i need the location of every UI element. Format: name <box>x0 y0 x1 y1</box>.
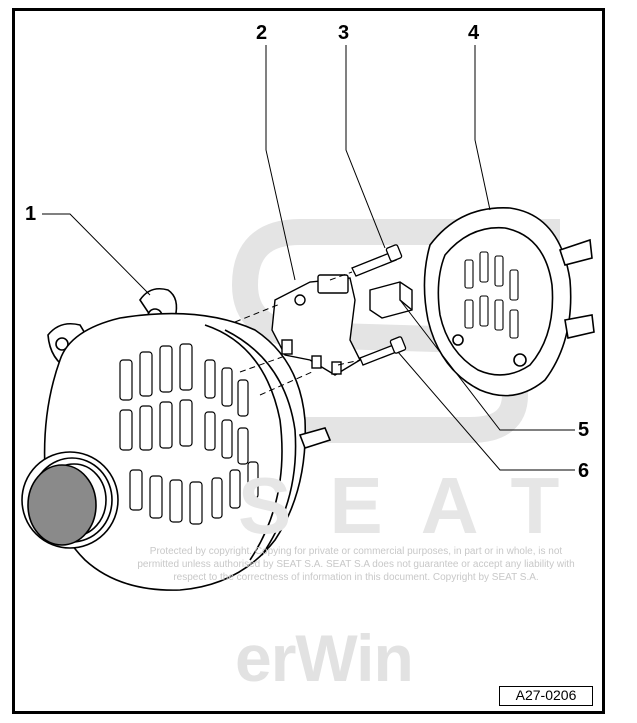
erwin-logo-watermark: erWin <box>235 621 414 695</box>
callout-5: 5 <box>578 419 590 441</box>
figure-id-label: A27-0206 <box>499 686 593 706</box>
callout-4: 4 <box>468 22 480 44</box>
leader-lines <box>42 45 575 471</box>
copyright-line-2: permitted unless authorised by SEAT S.A.… <box>137 559 575 570</box>
callout-2: 2 <box>256 22 268 44</box>
connector-sleeve <box>369 281 413 319</box>
callout-3: 3 <box>338 22 350 44</box>
callout-6: 6 <box>578 460 590 482</box>
bolt-lower <box>359 336 407 366</box>
alternator <box>21 287 332 591</box>
copyright-line-1: Protected by copyright. Copying for priv… <box>149 546 563 557</box>
copyright-line-3: respect to the correctness of informatio… <box>173 572 539 583</box>
bolt <box>351 244 403 277</box>
assembly-lines <box>234 271 361 396</box>
copyright-watermark: Protected by copyright. Copying for priv… <box>96 545 616 584</box>
voltage-regulator <box>271 274 361 376</box>
callout-1: 1 <box>25 203 37 225</box>
protective-cap <box>423 207 595 397</box>
seat-brand-watermark: SEAT <box>238 461 598 550</box>
